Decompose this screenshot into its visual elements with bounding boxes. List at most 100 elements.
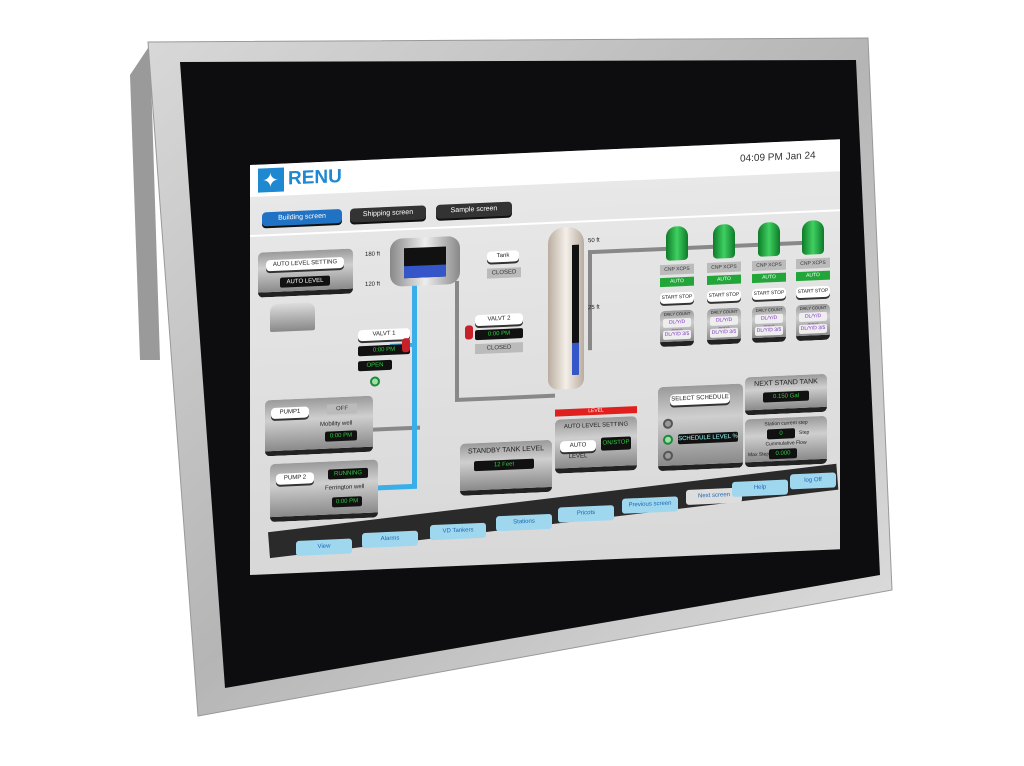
- pump2-well: Ferrington well: [325, 484, 365, 492]
- pump1-button[interactable]: PUMP1: [271, 406, 309, 420]
- tank-status: CLOSED: [487, 267, 521, 279]
- column-gauge: [572, 244, 579, 375]
- pipe: [588, 250, 592, 351]
- schedule-value: SCHEDULE LEVEL %: [678, 431, 738, 445]
- cumulative-flow-value: 0.000: [769, 448, 797, 460]
- cp-value-1: DL/Y/D 0002: [799, 311, 827, 329]
- schedule-radio-1[interactable]: [663, 418, 673, 429]
- valve1-indicator-lamp: [370, 376, 380, 387]
- level-mode-button[interactable]: AUTO LEVEL: [560, 439, 596, 460]
- tab-building-screen[interactable]: Building screen: [262, 208, 342, 227]
- pump1-status: OFF: [327, 403, 357, 415]
- station-step-value: 0: [767, 428, 795, 440]
- cp-count-panel: DAILY COUNT DL/Y/D 0002 DL/Y/D 3/5: [707, 307, 741, 346]
- nav-previous-screen-button[interactable]: Previous screen: [622, 496, 678, 514]
- cp-value-1: DL/Y/D 0002: [663, 317, 691, 335]
- cp-value-1: DL/Y/D 0002: [710, 315, 738, 333]
- cp-name: CNP XCPS: [752, 259, 786, 272]
- cp-value-2: DL/Y/D 3/5: [755, 325, 783, 336]
- column-level-fill: [572, 342, 579, 375]
- cp-mode: AUTO: [707, 274, 741, 286]
- cp-start-stop-button[interactable]: START STOP: [796, 285, 830, 299]
- station-panel: Station current step 0 Step Cummulative …: [745, 415, 827, 468]
- auto-level-setting-button[interactable]: AUTO LEVEL SETTING: [266, 256, 344, 272]
- pump2-status: RUNNING: [328, 467, 368, 480]
- pump1-panel: PUMP1 OFF Mobility well 0:00 PM: [265, 395, 373, 457]
- cp-mode: AUTO: [660, 276, 694, 288]
- valve1-status: OPEN: [358, 359, 392, 372]
- renu-logo: RENU: [258, 165, 342, 193]
- side-vent: [130, 45, 160, 360]
- tab-sample-screen[interactable]: Sample screen: [436, 201, 512, 219]
- auto-level-panel: AUTO LEVEL SETTING AUTO LEVEL: [258, 248, 353, 298]
- cumulative-flow-label: Cummulative Flow: [765, 439, 807, 448]
- nav-stations-button[interactable]: Stations: [496, 513, 552, 532]
- pipe: [588, 240, 818, 255]
- pump2-panel: PUMP 2 RUNNING Ferrington well 0:00 PM: [270, 459, 378, 523]
- auto-level-mode: AUTO LEVEL: [280, 275, 330, 288]
- level-banner: LEVEL: [555, 406, 637, 417]
- next-tank-value: 0.150 Gal: [763, 390, 809, 403]
- cp-value-2: DL/Y/D 3/5: [663, 329, 691, 340]
- schedule-panel: SELECT SCHEDULE SCHEDULE LEVEL %: [658, 383, 743, 472]
- level-setting-title: AUTO LEVEL SETTING: [563, 421, 629, 431]
- tank-window: [404, 246, 446, 279]
- valve2-group: VALVT 2 0:00 PM CLOSED: [475, 313, 523, 355]
- valve1-handle-icon: [402, 338, 410, 353]
- cp-name: CNP XCPS: [796, 257, 830, 270]
- nav-log-off-button[interactable]: log Off: [790, 472, 836, 490]
- pump2-button[interactable]: PUMP 2: [276, 472, 314, 485]
- storage-tank: [390, 235, 460, 287]
- nav-help-button[interactable]: Help: [732, 479, 788, 497]
- nav-pricots-button[interactable]: Pricots: [558, 505, 614, 523]
- level-setting-value: ON/STOP: [601, 436, 631, 451]
- green-pump-icon: [666, 225, 688, 261]
- nav-view-button[interactable]: View: [296, 538, 352, 556]
- cp-mode: AUTO: [752, 272, 786, 284]
- column-scale-mid: 25 ft: [588, 304, 600, 312]
- cp-value-2: DL/Y/D 3/5: [710, 327, 738, 338]
- tab-shipping-screen[interactable]: Shipping screen: [350, 205, 426, 223]
- cp-start-stop-button[interactable]: START STOP: [752, 287, 786, 301]
- cp-count-label: DAILY COUNT: [663, 310, 691, 317]
- cp-count-label: DAILY COUNT: [799, 304, 827, 311]
- cp-count-panel: DAILY COUNT DL/Y/D 0002 DL/Y/D 3/5: [752, 305, 786, 344]
- valve2-status: CLOSED: [475, 342, 523, 355]
- green-pump-icon: [802, 219, 824, 255]
- nav-alarms-button[interactable]: Alarms: [362, 530, 418, 549]
- cp-name: CNP XCPS: [707, 261, 741, 274]
- sensor-device: [270, 302, 315, 333]
- green-pump-icon: [758, 221, 780, 257]
- valve1-group: VALVT 1 0:00 PM OPEN: [358, 328, 410, 387]
- cp-mode: AUTO: [796, 270, 830, 282]
- cp-value-2: DL/Y/D 3/5: [799, 323, 827, 335]
- nav-vd-tankers-button[interactable]: VD Tankers: [430, 522, 486, 541]
- tank-button[interactable]: Tank: [487, 250, 519, 263]
- cp-start-stop-button[interactable]: START STOP: [707, 289, 741, 303]
- station-step-unit: Step: [799, 429, 810, 437]
- pump1-well: Mobility well: [320, 420, 353, 428]
- standby-tank-panel: STANDBY TANK LEVEL 12 Feet: [460, 439, 552, 496]
- schedule-radio-3[interactable]: [663, 450, 673, 461]
- cp-count-panel: DAILY COUNT DL/Y/D 0002 DL/Y/D 3/5: [796, 303, 830, 342]
- column-scale-top: 50 ft: [588, 237, 600, 245]
- auto-level-setting-panel: AUTO LEVEL SETTING AUTO LEVEL ON/STOP: [555, 416, 637, 474]
- cp-start-stop-button[interactable]: START STOP: [660, 291, 694, 305]
- cp-count-label: DAILY COUNT: [710, 308, 738, 315]
- tank-scale-bottom: 120 ft: [365, 281, 381, 288]
- cp-count-panel: DAILY COUNT DL/Y/D 0002 DL/Y/D 3/5: [660, 309, 694, 348]
- tank-scale-top: 180 ft: [365, 251, 381, 258]
- select-schedule-button[interactable]: SELECT SCHEDULE: [670, 392, 730, 406]
- cp-value-1: DL/Y/D 0002: [755, 313, 783, 331]
- pump1-time: 0:00 PM: [325, 430, 357, 442]
- logo-star-icon: [258, 167, 284, 193]
- valve2-button[interactable]: VALVT 2: [475, 313, 523, 327]
- tank-level-fill: [404, 264, 446, 279]
- green-pump-icon: [713, 223, 735, 259]
- max-step-label: Max Step: [748, 451, 770, 459]
- schedule-radio-2[interactable]: [663, 434, 673, 445]
- cp-count-label: DAILY COUNT: [755, 306, 783, 313]
- brand-name: RENU: [288, 165, 342, 190]
- standby-value: 12 Feet: [474, 458, 534, 472]
- next-stand-tank-panel: NEXT STAND TANK 0.150 Gal: [745, 373, 827, 416]
